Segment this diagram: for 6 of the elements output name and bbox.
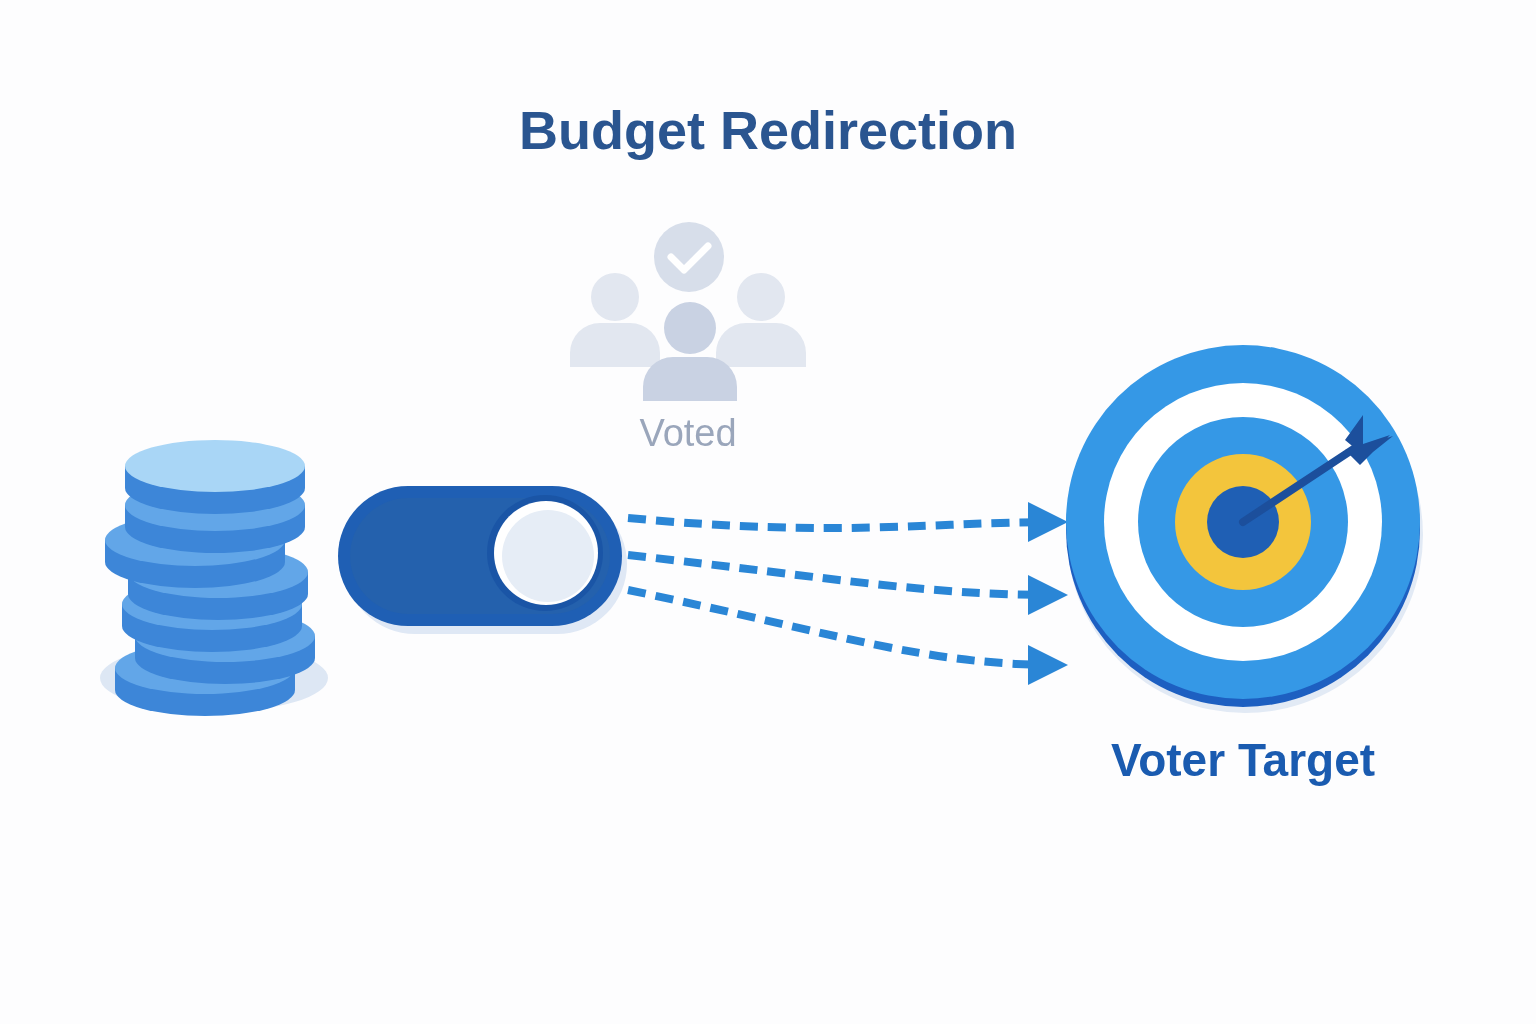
dashed-arrow bbox=[627, 502, 1068, 543]
toggle-switch-drawing bbox=[336, 484, 628, 634]
dashed-arrow bbox=[627, 586, 1068, 685]
voted-label: Voted bbox=[639, 414, 737, 452]
diagram-title: Budget Redirection bbox=[518, 99, 1018, 162]
dashed-arrow bbox=[627, 551, 1068, 615]
